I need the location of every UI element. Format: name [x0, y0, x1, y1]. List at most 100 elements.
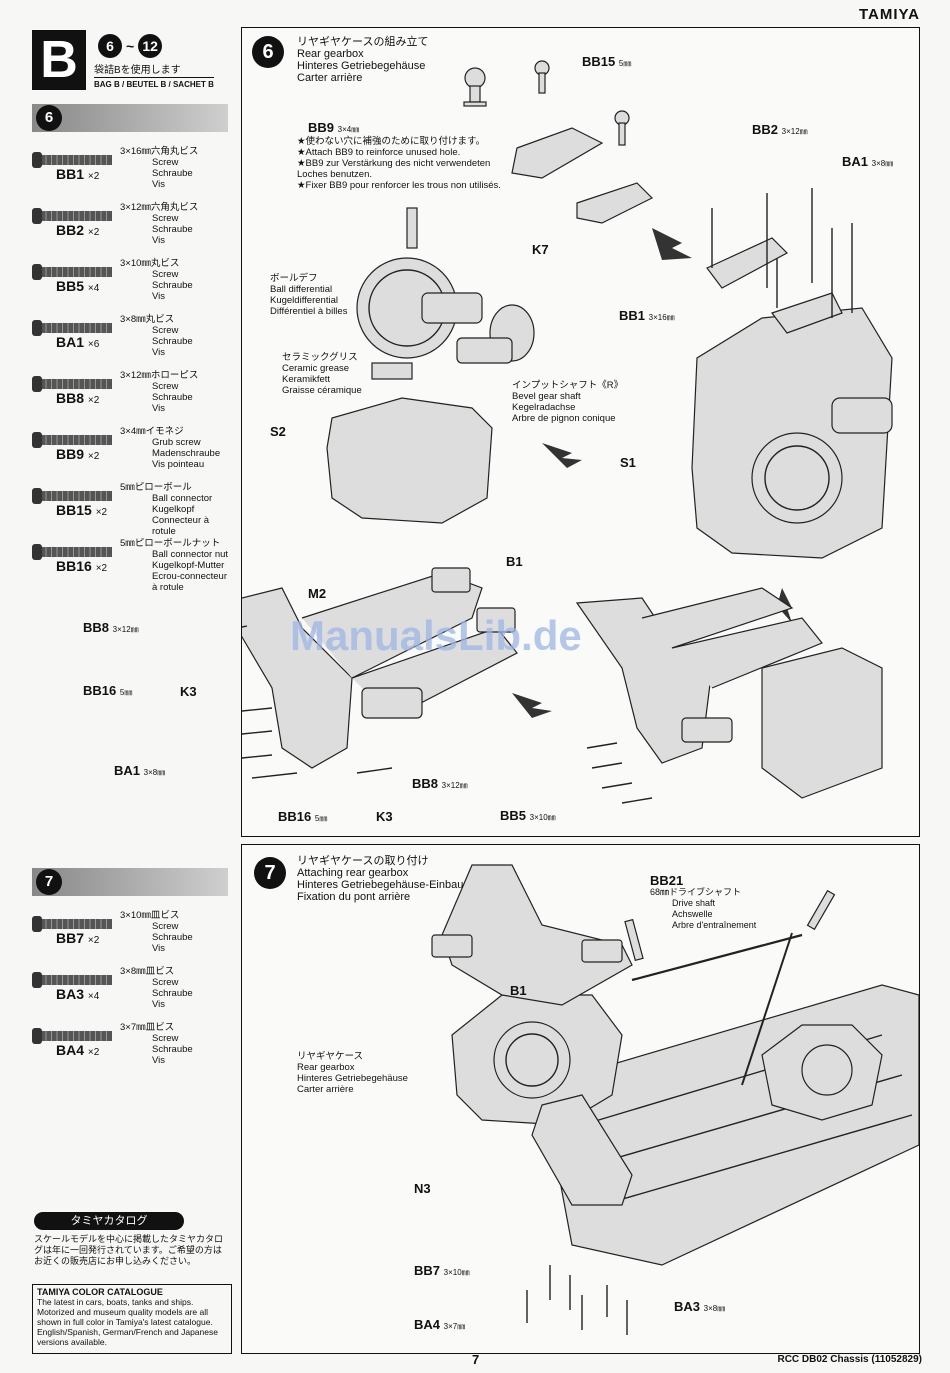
step6-title-de: Hinteres Getriebegehäuse	[297, 60, 426, 72]
part-desc-de: Schraube	[152, 280, 193, 291]
bb8a-size: 3×12㎜	[112, 625, 139, 634]
part-desc-en: Screw	[152, 921, 179, 932]
bb2-size: 3×12㎜	[781, 127, 808, 136]
step6-title-en: Rear gearbox	[297, 48, 364, 60]
part-code: BA3 ×4	[56, 986, 99, 1002]
ball-diff-jp: ボールデフ	[270, 273, 318, 284]
part-desc-de: Madenschraube	[152, 448, 221, 459]
bag-langs: BAG B / BEUTEL B / SACHET B	[94, 77, 214, 91]
ball-connector	[464, 67, 486, 89]
grease-tube-2	[371, 362, 413, 380]
k7-part-1	[511, 127, 604, 179]
part-desc-jp: 3×10㎜皿ビス	[120, 910, 180, 921]
brand-logo: TAMIYA	[858, 6, 920, 23]
bb2-code: BB2	[752, 122, 779, 137]
screw-icon	[32, 208, 112, 224]
part-desc-de: Kugelkopf-Mutter	[152, 560, 225, 571]
part-code-text: BA1	[56, 334, 85, 350]
step7-title-jp: リヤギヤケースの取り付け	[297, 855, 429, 867]
k3b-label: K3	[376, 809, 393, 824]
n3-label: N3	[414, 1181, 431, 1196]
part-desc-jp: 3×4㎜イモネジ	[120, 426, 184, 437]
screw-icon	[32, 320, 112, 336]
m2-label: M2	[308, 586, 327, 601]
part-desc-de: Kugelkopf	[152, 504, 195, 515]
n3-plate	[531, 1094, 633, 1206]
bb8b-code: BB8	[412, 776, 439, 791]
step6-title-fr: Carter arrière	[297, 72, 363, 84]
part-qty: ×2	[87, 171, 100, 182]
grease-label: セラミックグリス Ceramic grease Keramikfett Grai…	[282, 352, 362, 396]
ba1-code: BA1	[842, 154, 869, 169]
bb9-note-jp: ★使わない穴に補強のために取り付けます。	[297, 136, 486, 147]
gearbox-de: Hinteres Getriebegehäuse	[297, 1073, 408, 1084]
part-desc-fr: Vis	[152, 179, 166, 190]
part-desc-de: Schraube	[152, 932, 193, 943]
drive-shaft-fr: Arbre d'entraînement	[672, 920, 757, 930]
drive-shaft-en: Drive shaft	[672, 898, 716, 908]
gearbox-fr: Carter arrière	[297, 1084, 354, 1095]
step-range-from: 6	[98, 34, 122, 58]
part-desc-en: Screw	[152, 269, 179, 280]
screw-icon	[32, 544, 112, 560]
part-desc-en: Screw	[152, 157, 179, 168]
part-desc-fr: Vis	[152, 235, 166, 246]
part-desc-jp: 3×8㎜皿ビス	[120, 966, 175, 977]
part-desc-jp: 5㎜ピローボールナット	[120, 538, 221, 549]
bb9-note: ★使わない穴に補強のために取り付けます。 ★Attach BB9 to rein…	[297, 136, 507, 191]
ball-diff-en: Ball differential	[270, 284, 333, 295]
bb9-code: BB9	[308, 120, 335, 135]
bb8a-label: BB8 3×12㎜	[83, 620, 139, 635]
part-desc-jp: 3×10㎜丸ビス	[120, 258, 180, 269]
part-code-text: BA3	[56, 986, 85, 1002]
s2-label: S2	[270, 424, 286, 439]
part-qty: ×4	[87, 283, 100, 294]
step7-parts-header: 7	[32, 868, 228, 896]
part-desc-en: Screw	[152, 213, 179, 224]
watermark: ManualsLib.de	[290, 612, 582, 659]
part-desc-fr: Connecteur à rotule	[152, 515, 210, 537]
ba4-label: BA4 3×7㎜	[414, 1317, 465, 1332]
arm-part	[706, 237, 788, 289]
catalog-text: The latest in cars, boats, tanks and shi…	[37, 1297, 218, 1347]
part-code: BB5 ×4	[56, 278, 99, 294]
part-code: BB9 ×2	[56, 446, 99, 462]
part-desc-fr: Vis	[152, 403, 166, 414]
gearbox-left-body	[326, 397, 493, 524]
ba1b-size: 3×8㎜	[143, 768, 166, 777]
part-desc-fr: Vis	[152, 347, 166, 358]
grease-fr: Graisse céramique	[282, 385, 362, 396]
part-code-text: BB5	[56, 278, 85, 294]
bb16a-size: 5㎜	[119, 688, 133, 697]
part-qty: ×6	[87, 339, 100, 350]
step-range-to: 12	[138, 34, 163, 58]
ball-diff-fr: Différentiel à billes	[270, 306, 348, 317]
screw-icon	[32, 376, 112, 392]
part-code-text: BB16	[56, 558, 92, 574]
part-desc-fr: Vis	[152, 291, 166, 302]
screw-icon	[32, 432, 112, 448]
bb15-code: BB15	[582, 54, 616, 69]
grease-tube	[406, 207, 418, 249]
part-code-text: BB2	[56, 222, 85, 238]
drive-shaft-jp: 68㎜ドライブシャフト	[650, 887, 742, 897]
ba1-size: 3×8㎜	[871, 159, 894, 168]
part-code: BB7 ×2	[56, 930, 99, 946]
bb8a-code: BB8	[83, 620, 110, 635]
bb16a-label: BB16 5㎜	[83, 683, 132, 698]
ba1b-label: BA1 3×8㎜	[114, 763, 165, 778]
ba3-label: BA3 3×8㎜	[674, 1299, 725, 1314]
